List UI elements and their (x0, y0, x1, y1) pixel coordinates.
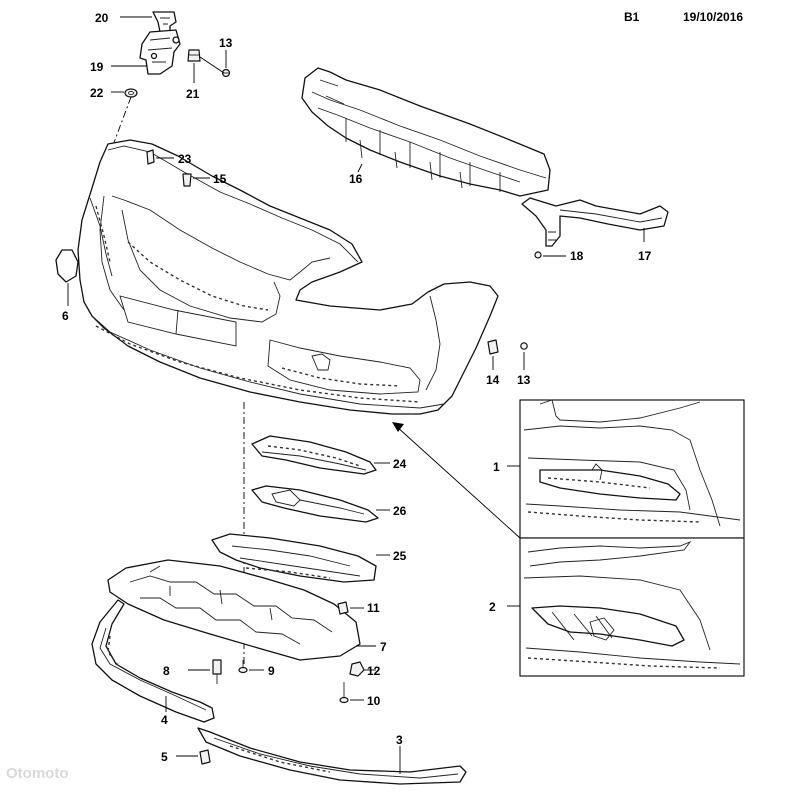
part-25-lower-grille (211, 533, 377, 583)
callout-3: 3 (396, 733, 403, 747)
callout-12: 12 (367, 664, 381, 678)
part-3-lower-trim (197, 727, 467, 785)
callout-8: 8 (163, 664, 170, 678)
callout-15: 15 (213, 172, 227, 186)
part-4-front-spoiler (91, 599, 215, 723)
page-code: B1 (624, 10, 640, 24)
callout-1: 1 (493, 460, 500, 474)
bumper-cover (77, 139, 499, 415)
callout-24: 24 (393, 457, 407, 471)
callout-26: 26 (393, 504, 407, 518)
part-13-screw-side (520, 342, 528, 350)
callout-5: 5 (161, 750, 168, 764)
detail-box-1 (519, 399, 745, 539)
callout-4: 4 (161, 713, 168, 727)
arrow-head (392, 422, 404, 432)
part-10-screw (339, 682, 349, 704)
callout-2: 2 (489, 600, 496, 614)
part-5-clip (199, 749, 211, 765)
part-21-clip-nut (187, 49, 201, 62)
part-12-nut (349, 661, 365, 677)
callout-13-side: 13 (517, 373, 531, 387)
part-20-bracket-top (152, 11, 177, 33)
part-9-screw (238, 660, 248, 674)
callout-23: 23 (178, 152, 192, 166)
diagram-date: 19/10/2016 (683, 10, 743, 24)
callout-7: 7 (380, 640, 387, 654)
callout-17: 17 (638, 249, 652, 263)
callout-16: 16 (349, 172, 363, 186)
callout-13-top: 13 (219, 36, 233, 50)
callout-14: 14 (486, 373, 500, 387)
part-18-clip (534, 251, 542, 259)
callout-25: 25 (393, 549, 407, 563)
callout-10: 10 (367, 694, 381, 708)
part-24-fog-grille (251, 435, 377, 475)
part-17-side-bracket (521, 197, 669, 247)
part-8-bolt (212, 659, 222, 684)
part-14-clip (487, 339, 499, 355)
callout-18: 18 (570, 249, 584, 263)
callout-9: 9 (268, 664, 275, 678)
part-16-bumper-absorber (301, 67, 551, 197)
callout-19: 19 (90, 60, 104, 74)
part-7-under-cover (107, 559, 361, 661)
callout-22: 22 (90, 86, 104, 100)
part-11-clip (337, 601, 349, 615)
callout-6: 6 (62, 309, 69, 323)
part-6-tow-hook-cover (55, 249, 79, 283)
part-26-fog-bezel (251, 485, 379, 523)
part-22-clip (124, 88, 138, 98)
callout-11: 11 (367, 601, 380, 615)
callout-21: 21 (186, 87, 200, 101)
detail-box-2 (519, 537, 745, 677)
watermark: Otomoto (6, 765, 68, 782)
part-23-clip (146, 149, 155, 165)
part-19-bracket (139, 29, 181, 75)
part-15-clip (182, 173, 192, 187)
callout-20: 20 (95, 11, 109, 25)
